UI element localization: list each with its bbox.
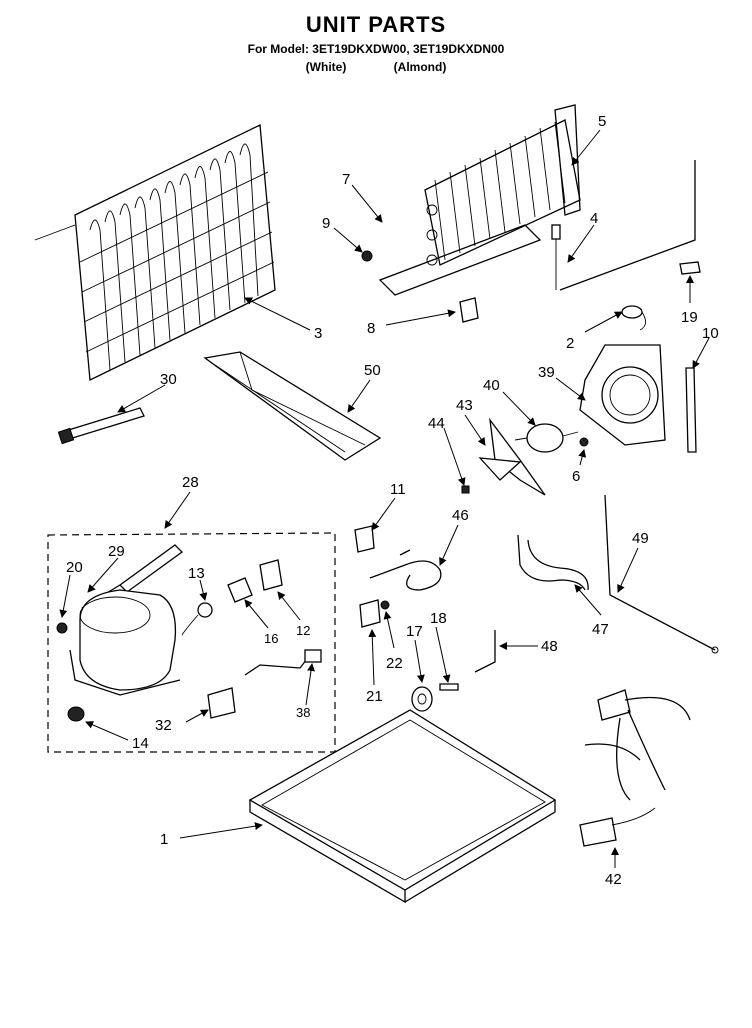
callout-38: 38 [296,705,310,720]
callout-16: 16 [264,631,278,646]
callout-22: 22 [386,655,403,672]
grommet-2-part [621,305,646,331]
callout-42: 42 [605,871,622,888]
bracket-11-part [354,525,375,553]
relay-16-part [227,577,253,603]
drain-pan-part [203,351,382,461]
callout-21: 21 [366,688,383,705]
roller-17-part [411,686,433,712]
base-pan-part [248,709,557,904]
screw-9-part [361,250,373,262]
callout-1: 1 [160,831,168,848]
callout-20: 20 [66,559,83,576]
callout-10: 10 [702,325,719,342]
clip-8-part [459,297,479,323]
callout-11: 11 [390,481,406,498]
capacitor-32-part [207,687,236,719]
relay-cover-12-part [259,559,283,591]
tube-47-part [517,534,589,591]
drier-tube-part [57,407,145,445]
callout-14: 14 [132,735,149,752]
callout-39: 39 [538,364,555,381]
callout-13: 13 [188,565,205,582]
variant-line: (White) (Almond) [0,60,752,74]
callout-19: 19 [681,309,698,326]
compressor-part [69,589,181,696]
strip-10-part [685,367,697,453]
callout-40: 40 [483,377,500,394]
callout-7: 7 [342,171,350,188]
condenser-coil-part [34,124,276,381]
callout-17: 17 [406,623,423,640]
callout-43: 43 [456,397,473,414]
grommet-14-part [67,706,85,722]
model-line: For Model: 3ET19DKXDW00, 3ET19DKXDN00 [247,42,505,56]
variant-almond: (Almond) [393,60,447,74]
callout-48: 48 [541,638,558,655]
fan-shroud-part [579,344,666,446]
callout-50: 50 [364,362,381,379]
evaporator-assembly-part [378,104,581,296]
screw-6-part [579,437,589,447]
heater-wire-part [551,160,696,291]
callout-4: 4 [590,210,598,227]
variant-white: (White) [305,60,347,74]
tube-46-part [369,549,442,591]
callout-30: 30 [160,371,177,388]
diagram-title: UNIT PARTS [305,12,447,37]
wiring-harness-42-part [579,689,691,847]
callout-8: 8 [367,320,375,337]
callout-9: 9 [322,215,330,232]
bolt-18-part [439,683,459,691]
callout-6: 6 [572,468,580,485]
callout-32: 32 [155,717,172,734]
screw-20-part [56,622,68,634]
harness-38-part [244,649,322,676]
callout-44: 44 [428,415,445,432]
tube-48-part [474,630,496,673]
clip-19-part [679,261,701,275]
callout-12: 12 [296,623,310,638]
fan-motor-part [514,423,579,453]
callout-29: 29 [108,543,125,560]
overload-13-part [181,602,213,636]
callout-18: 18 [430,610,447,627]
callout-47: 47 [592,621,609,638]
callout-49: 49 [632,530,649,547]
callout-28: 28 [182,474,199,491]
leader-lines [59,129,710,868]
callout-46: 46 [452,507,469,524]
screw-22-part [380,600,390,610]
callout-5: 5 [598,113,606,130]
fan-blade-part [461,417,546,496]
callout-3: 3 [314,325,322,342]
bracket-21-part [359,599,381,628]
callout-2: 2 [566,335,574,352]
tube-49-part [604,494,719,654]
